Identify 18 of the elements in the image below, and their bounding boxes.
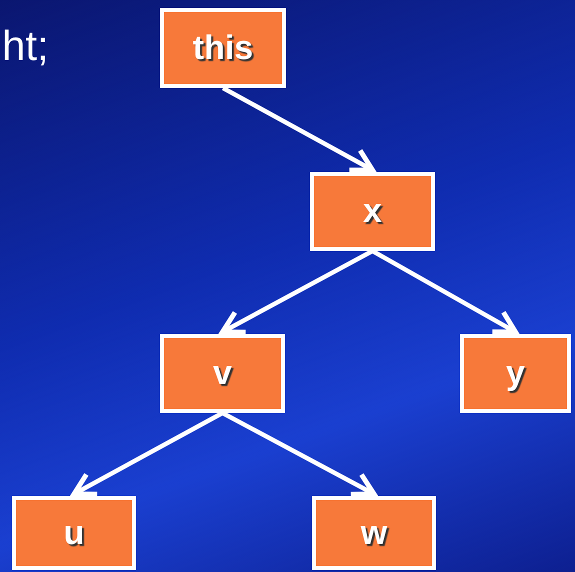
node-label: this: [192, 28, 254, 68]
node-label: x: [363, 192, 382, 231]
tree-node-box: [460, 334, 571, 413]
node-label: u: [64, 514, 84, 552]
tree-node-box: [160, 8, 286, 88]
tree-node-box: [310, 172, 435, 251]
arrow: [221, 411, 376, 497]
text-fragment: ht;: [2, 22, 49, 70]
arrow: [371, 249, 518, 334]
tree-node-box: [160, 334, 285, 413]
arrow: [220, 249, 374, 335]
node-label: w: [360, 514, 388, 552]
node-label: v: [213, 354, 232, 393]
tree-node-box: [12, 496, 136, 570]
tree-node-box: [312, 496, 436, 570]
node-label: y: [506, 354, 525, 393]
arrow: [72, 411, 224, 497]
arrow: [222, 86, 375, 173]
